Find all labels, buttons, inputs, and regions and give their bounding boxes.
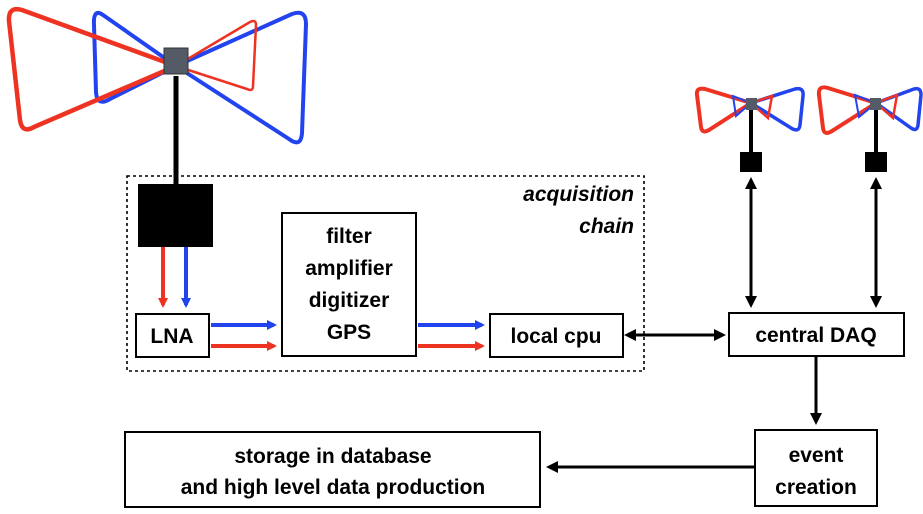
storage-box bbox=[124, 431, 541, 508]
main-antenna-red-bowtie-right bbox=[174, 19, 258, 92]
storage-line2: and high level data production bbox=[181, 476, 486, 499]
remote-antenna-2-balun bbox=[865, 152, 887, 172]
local-cpu-box bbox=[489, 313, 624, 358]
event-creation-line2: creation bbox=[775, 476, 857, 499]
main-antenna-feed bbox=[163, 47, 189, 75]
event-creation-line1: event bbox=[789, 444, 844, 467]
acquisition-chain-label-line2: chain bbox=[579, 215, 634, 238]
lna-label: LNA bbox=[150, 325, 193, 348]
remote-antenna-1-icon bbox=[694, 86, 805, 172]
acquisition-chain-boundary bbox=[126, 175, 645, 372]
acquisition-chain-label-line1: acquisition bbox=[523, 183, 634, 206]
storage-line1: storage in database bbox=[234, 445, 431, 468]
processing-line4: GPS bbox=[327, 321, 371, 344]
main-antenna-red-bowtie bbox=[6, 6, 179, 132]
processing-line1: filter bbox=[326, 225, 372, 248]
central-daq-box bbox=[728, 312, 905, 357]
remote-antenna-1-balun bbox=[740, 152, 762, 172]
processing-line2: amplifier bbox=[305, 257, 393, 280]
lna-box bbox=[135, 313, 210, 358]
main-antenna-blue-bowtie bbox=[91, 11, 178, 104]
local-cpu-label: local cpu bbox=[510, 325, 601, 348]
central-daq-label: central DAQ bbox=[755, 324, 876, 347]
main-antenna-icon bbox=[6, 6, 308, 186]
balun-block bbox=[138, 184, 213, 247]
remote-antenna-2-icon bbox=[816, 85, 923, 172]
processing-line3: digitizer bbox=[309, 289, 390, 312]
event-creation-box bbox=[754, 429, 878, 507]
filter-amplifier-digitizer-gps-box bbox=[281, 212, 417, 357]
main-antenna-blue-bowtie-right bbox=[174, 10, 308, 145]
